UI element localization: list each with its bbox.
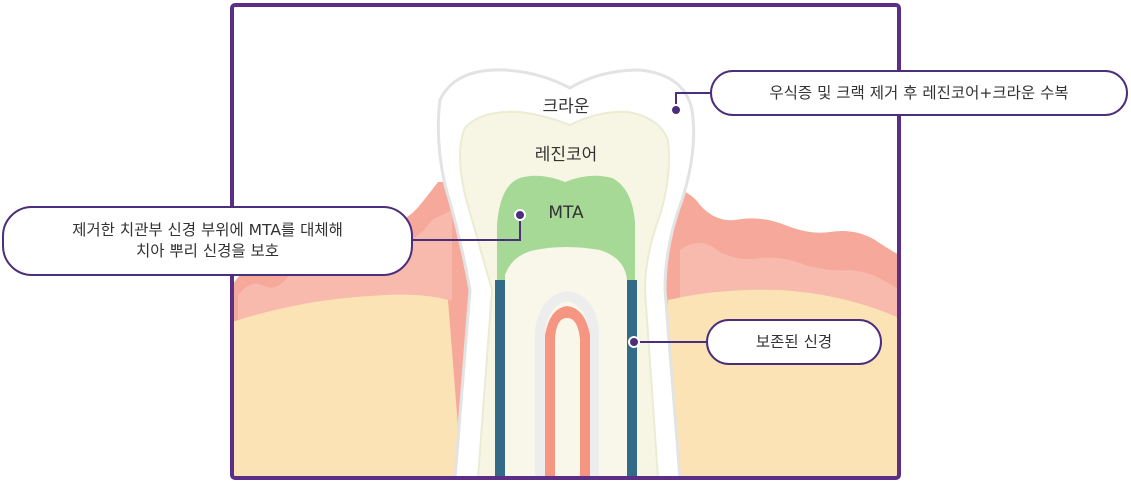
- dot-nerve: [628, 336, 640, 348]
- callout-mta-line2: 치아 뿌리 신경을 보호: [135, 242, 280, 260]
- label-mta: MTA: [548, 203, 584, 223]
- label-resin-core: 레진코어: [535, 145, 598, 165]
- pulp-core: [555, 318, 580, 478]
- bone-right: [660, 289, 899, 478]
- callout-restoration: 우식증 및 크랙 제거 후 레진코어+크라운 수복: [710, 70, 1128, 116]
- callout-mta-line1: 제거한 치관부 신경 부위에 MTA를 대체해: [72, 221, 343, 240]
- leader-mta: [411, 216, 521, 241]
- callout-nerve: 보존된 신경: [706, 319, 882, 365]
- bone-left: [232, 294, 462, 478]
- leader-dots: [514, 104, 682, 348]
- dot-restoration: [670, 104, 682, 116]
- callout-nerve-text: 보존된 신경: [755, 332, 833, 351]
- label-crown: 크라운: [543, 97, 590, 117]
- dot-mta: [514, 209, 526, 221]
- gum-left-highlight: [238, 210, 452, 320]
- callout-restoration-text: 우식증 및 크랙 제거 후 레진코어+크라운 수복: [769, 83, 1069, 102]
- callout-mta: 제거한 치관부 신경 부위에 MTA를 대체해 치아 뿌리 신경을 보호: [2, 206, 413, 276]
- pulp-outline: [535, 290, 599, 478]
- pulp: [545, 306, 590, 478]
